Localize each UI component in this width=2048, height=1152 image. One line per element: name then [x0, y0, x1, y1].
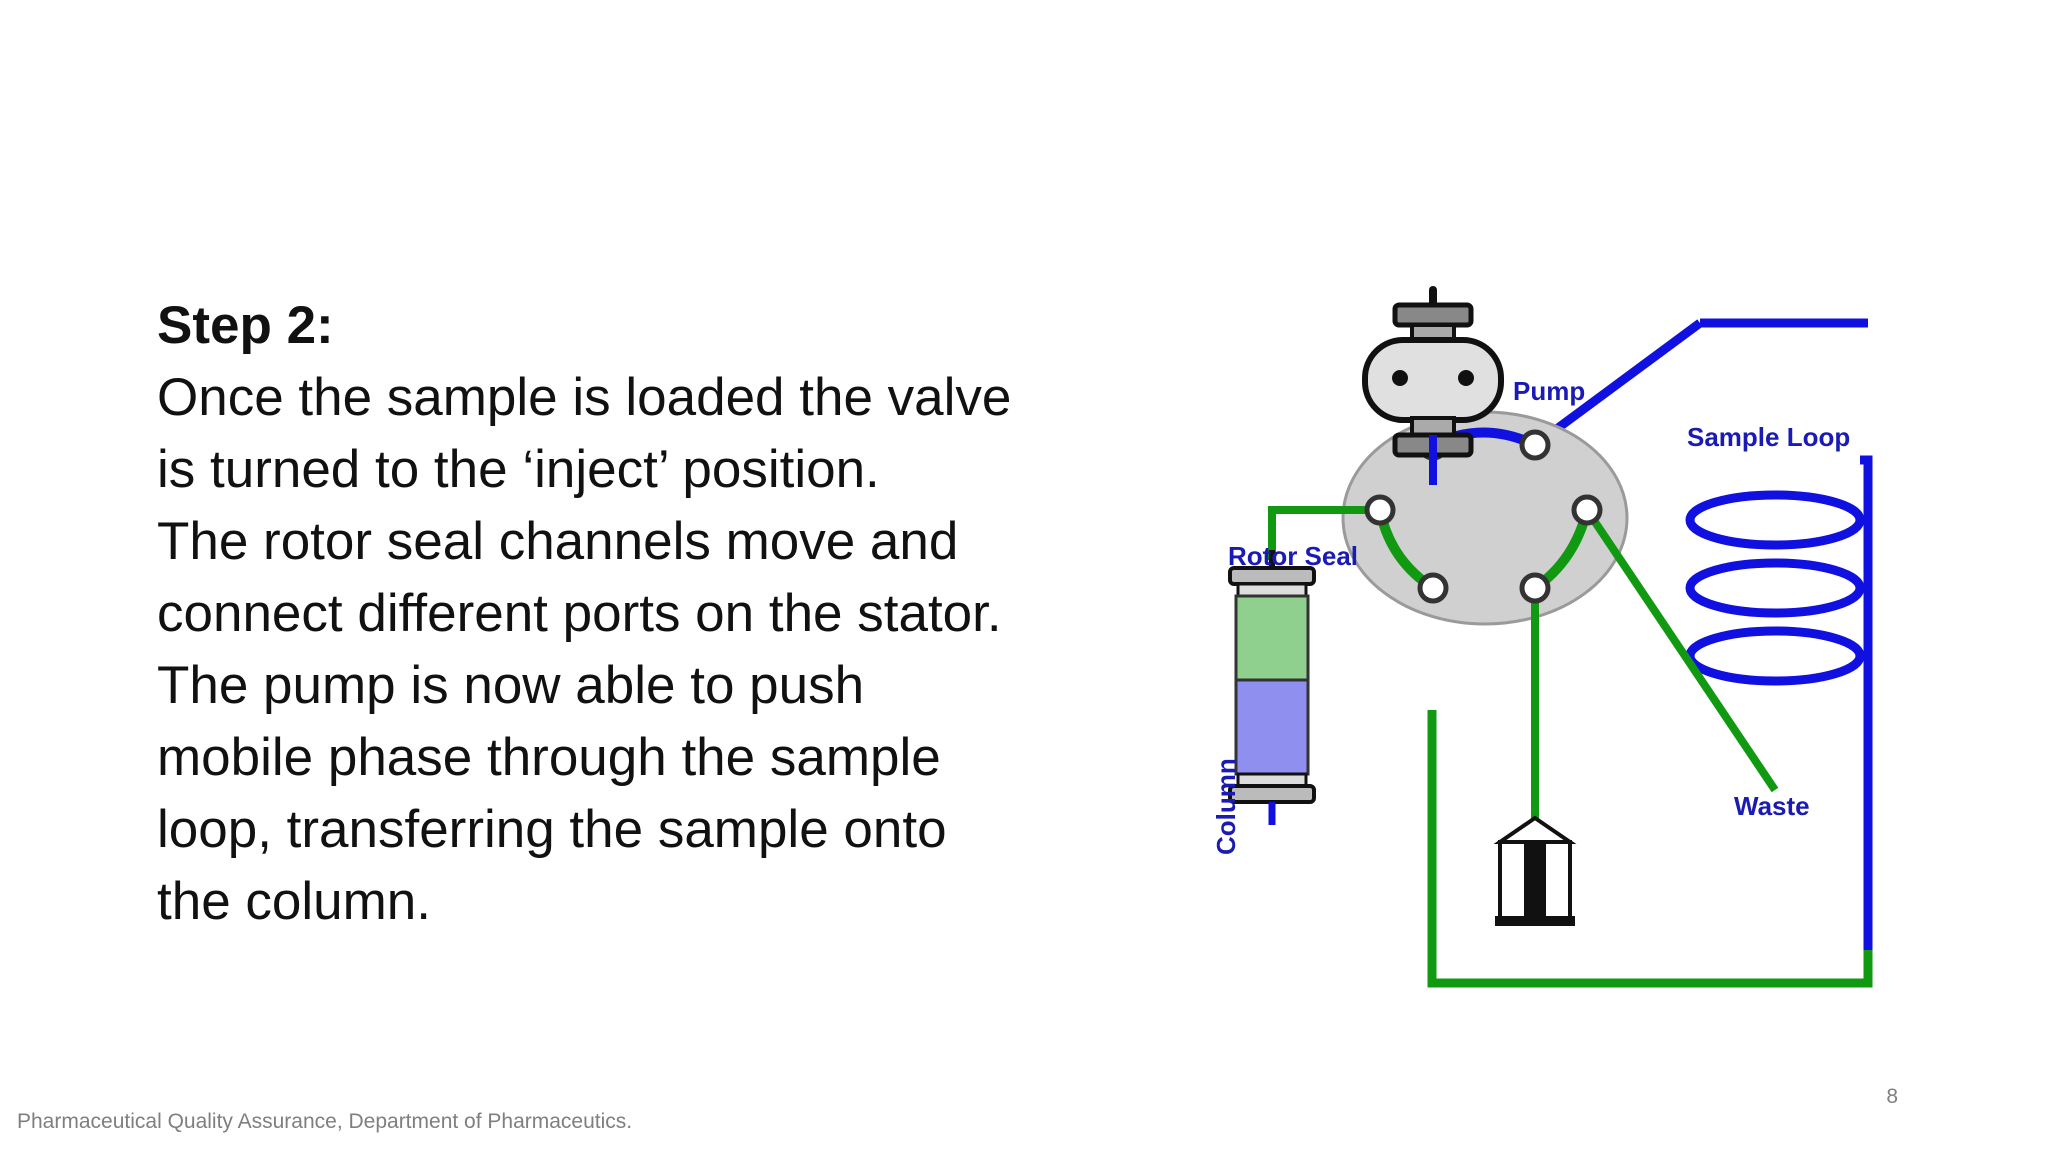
- rotor-port: [1417, 572, 1449, 604]
- rotor-port: [1519, 572, 1551, 604]
- sample-loop-feed-line: [1532, 319, 1703, 449]
- step-heading: Step 2:: [157, 296, 334, 355]
- sample-loop-return-line: [1860, 455, 1873, 950]
- rotor-port: [1519, 429, 1551, 461]
- sample-loop-coil: [1685, 558, 1865, 618]
- sample-loop-coil: [1685, 490, 1865, 550]
- rotor-port: [1571, 494, 1603, 526]
- pump-icon: [1362, 286, 1504, 475]
- paragraph-rotor-seal: The rotor seal channels move and connect…: [157, 512, 1002, 931]
- rotor-seal-label: Rotor Seal: [1228, 541, 1358, 571]
- footer-text: Pharmaceutical Quality Assurance, Depart…: [17, 1110, 633, 1133]
- column-icon: [1228, 550, 1316, 825]
- paragraph-inject-position: Once the sample is loaded the valve is t…: [157, 368, 1012, 499]
- pump-label: Pump: [1513, 376, 1585, 406]
- green-return-line: [1427, 710, 1873, 988]
- waste-line: [1583, 507, 1779, 793]
- page-number: 8: [1886, 1085, 1898, 1108]
- needle-port-icon: [1493, 815, 1577, 926]
- column-label: Column: [1211, 758, 1241, 855]
- injector-valve-diagram: Pump Sample Loop Rotor Seal Waste Column: [1211, 286, 1873, 988]
- slide-text: Step 2: Once the sample is loaded the va…: [157, 290, 1017, 938]
- column-feed-line: [1268, 506, 1380, 560]
- rotor-port: [1364, 494, 1396, 526]
- sample-loop-coil: [1685, 626, 1865, 686]
- waste-label: Waste: [1734, 791, 1810, 821]
- sample-loop-label: Sample Loop: [1687, 422, 1850, 452]
